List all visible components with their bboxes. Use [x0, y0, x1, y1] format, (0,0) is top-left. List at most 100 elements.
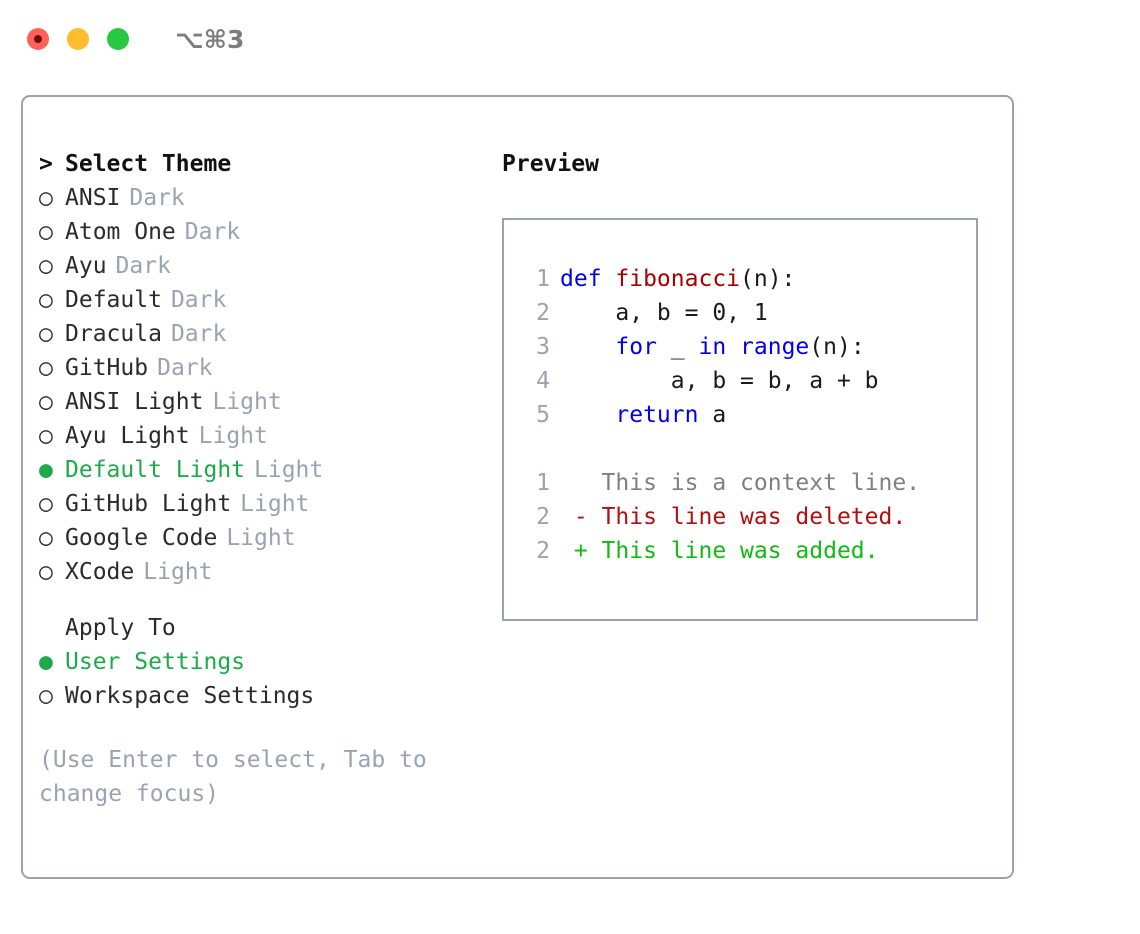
diff-line-context: 1 This is a context line.: [522, 466, 976, 500]
code-token: fibonacci: [615, 266, 741, 292]
theme-item-tag: Light: [240, 491, 310, 517]
diff-token: + This line was added.: [560, 538, 879, 564]
theme-item-dracula-dark[interactable]: ○ Dracula Dark: [39, 317, 479, 351]
radio-selected-icon[interactable]: ●: [39, 457, 53, 483]
apply-to-item-label: User Settings: [65, 649, 246, 675]
theme-item-label: Ayu Light: [65, 423, 190, 449]
radio-icon[interactable]: ○: [39, 525, 53, 551]
theme-item-label: XCode: [65, 559, 135, 585]
code-token: return: [615, 402, 699, 428]
diff-token: This is a context line.: [560, 470, 921, 496]
line-number: 2: [536, 504, 550, 530]
diff-line-added: 2 + This line was added.: [522, 534, 976, 568]
theme-item-label: Default: [65, 287, 162, 313]
code-blank-line: [522, 432, 976, 466]
radio-icon[interactable]: ○: [39, 219, 53, 245]
theme-item-github-dark[interactable]: ○ GitHub Dark: [39, 351, 479, 385]
apply-to-header: ·Apply To: [39, 611, 479, 645]
theme-item-label: ANSI: [65, 185, 121, 211]
code-token: (n):: [809, 334, 865, 360]
code-token: def: [560, 266, 616, 292]
code-token: for: [615, 334, 657, 360]
apply-to-title: Apply To: [65, 615, 176, 641]
radio-icon[interactable]: ○: [39, 185, 53, 211]
theme-item-tag: Light: [212, 389, 282, 415]
line-number: 1: [536, 470, 550, 496]
theme-item-tag: Dark: [129, 185, 185, 211]
theme-item-tag: Dark: [184, 219, 241, 245]
keyboard-hint-text: (Use Enter to select, Tab to change focu…: [39, 747, 427, 807]
theme-item-tag: Light: [254, 457, 324, 483]
theme-item-ansi-dark[interactable]: ○ ANSI Dark: [39, 181, 479, 215]
line-number: 5: [536, 402, 550, 428]
diff-token: - This line was deleted.: [560, 504, 907, 530]
theme-item-ayu-light[interactable]: ○ Ayu Light Light: [39, 419, 479, 453]
code-token: a, b = b, a + b: [560, 368, 879, 394]
code-line: 2 a, b = 0, 1: [522, 296, 976, 330]
theme-item-default-dark[interactable]: ○ Default Dark: [39, 283, 479, 317]
code-line: 3 for _ in range(n):: [522, 330, 976, 364]
theme-item-tag: Light: [226, 525, 296, 551]
theme-item-label: Dracula: [65, 321, 162, 347]
radio-icon[interactable]: ○: [39, 355, 53, 381]
line-number: 3: [536, 334, 550, 360]
code-line: 1 def fibonacci(n):: [522, 262, 976, 296]
radio-selected-icon[interactable]: ●: [39, 649, 53, 675]
preview-title: Preview: [502, 151, 599, 177]
apply-to-item-user-settings[interactable]: ● User Settings: [39, 645, 479, 679]
code-token: [560, 330, 615, 364]
apply-to-item-workspace-settings[interactable]: ○ Workspace Settings: [39, 679, 479, 713]
prompt-caret-icon: >: [39, 151, 53, 177]
radio-icon[interactable]: ○: [39, 321, 53, 347]
radio-icon[interactable]: ○: [39, 683, 53, 709]
radio-icon[interactable]: ○: [39, 423, 53, 449]
theme-item-tag: Dark: [170, 321, 227, 347]
minimize-button-icon[interactable]: [67, 28, 89, 50]
radio-icon[interactable]: ○: [39, 491, 53, 517]
theme-item-github-light[interactable]: ○ GitHub Light Light: [39, 487, 479, 521]
radio-icon[interactable]: ○: [39, 253, 53, 279]
theme-item-tag: Dark: [170, 287, 227, 313]
close-button-icon[interactable]: [27, 28, 49, 50]
radio-icon[interactable]: ○: [39, 287, 53, 313]
line-number: 2: [536, 300, 550, 326]
code-token: (n):: [740, 266, 796, 292]
radio-icon[interactable]: ○: [39, 389, 53, 415]
line-number: 4: [536, 368, 550, 394]
select-theme-title: Select Theme: [65, 151, 232, 177]
traffic-light-group: [27, 28, 129, 50]
code-line: 4 a, b = b, a + b: [522, 364, 976, 398]
theme-item-tag: Dark: [115, 253, 171, 279]
apply-to-indent: ·: [39, 611, 65, 645]
theme-item-default-light[interactable]: ● Default Light Light: [39, 453, 479, 487]
radio-icon[interactable]: ○: [39, 559, 53, 585]
theme-item-google-code[interactable]: ○ Google Code Light: [39, 521, 479, 555]
theme-item-ayu-dark[interactable]: ○ Ayu Dark: [39, 249, 479, 283]
theme-item-label: Ayu: [65, 253, 107, 279]
theme-item-label: Google Code: [65, 525, 218, 551]
code-token: a: [698, 402, 727, 428]
line-number: 1: [536, 266, 550, 292]
code-token: range: [740, 334, 810, 360]
window-title: ⌥⌘3: [175, 24, 245, 54]
select-theme-header: > Select Theme: [39, 147, 479, 181]
title-bar: ⌥⌘3: [0, 0, 1140, 78]
section-spacer: [39, 589, 479, 611]
code-token: _: [656, 334, 699, 360]
maximize-button-icon[interactable]: [107, 28, 129, 50]
line-number: 2: [536, 538, 550, 564]
theme-item-label: GitHub: [65, 355, 149, 381]
apply-to-item-label: Workspace Settings: [65, 683, 315, 709]
theme-item-tag: Dark: [157, 355, 213, 381]
code-token: in: [698, 334, 727, 360]
theme-item-label: Default Light: [65, 457, 246, 483]
theme-item-tag: Light: [198, 423, 268, 449]
theme-item-label: GitHub Light: [65, 491, 232, 517]
